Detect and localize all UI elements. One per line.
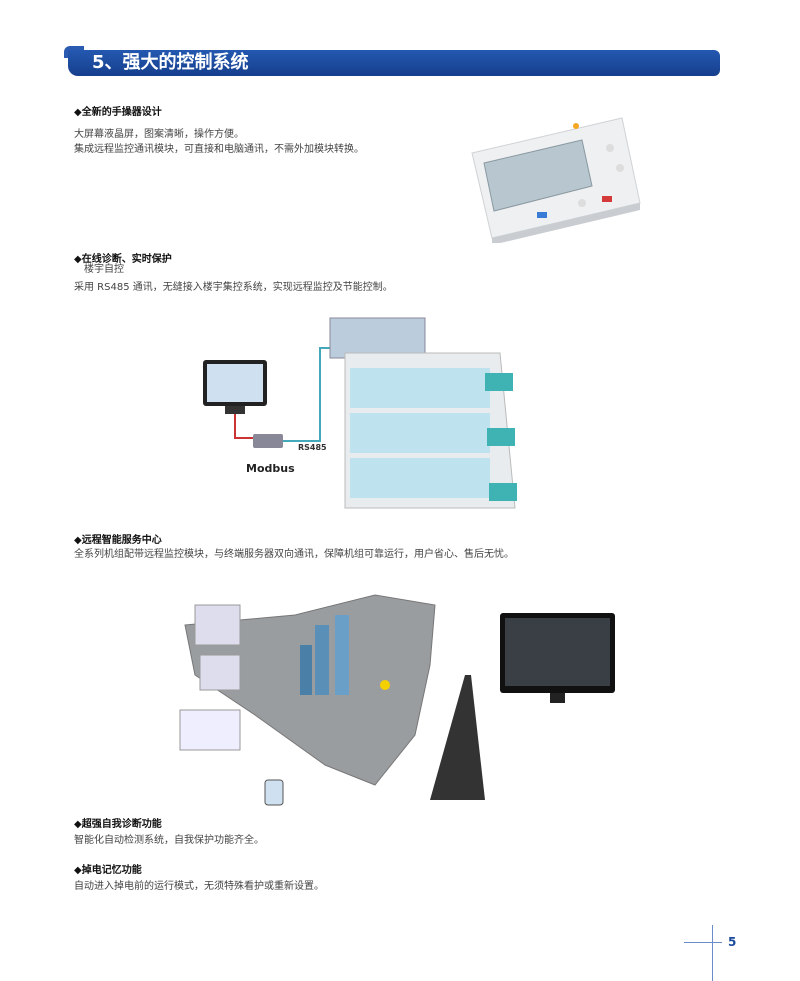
section-heading: ◆全新的手操器设计 <box>74 107 162 118</box>
section-heading: ◆在线诊断、实时保护 <box>74 254 172 265</box>
section-heading: ◆超强自我诊断功能 <box>74 819 162 830</box>
remote-service-map-image <box>179 594 615 806</box>
text-line: 大屏幕液晶屏，图案清晰，操作方便。 <box>74 129 244 140</box>
modbus-label: Modbus <box>246 462 295 475</box>
section-text: 采用 RS485 通讯，无缝接入楼宇集控系统，实现远程监控及节能控制。 <box>74 282 393 293</box>
section-text: 自动进入掉电前的运行模式，无须特殊看护或重新设置。 <box>74 881 324 892</box>
page-title: 5、强大的控制系统 <box>92 52 249 73</box>
footer-line-horizontal <box>684 942 722 943</box>
section-subheading: 楼宇自控 <box>84 264 124 275</box>
section-text: 大屏幕液晶屏，图案清晰，操作方便。 集成远程监控通讯模块，可直接和电脑通讯，不需… <box>74 127 364 157</box>
text-line: 集成远程监控通讯模块，可直接和电脑通讯，不需外加模块转换。 <box>74 144 364 155</box>
section-text: 智能化自动检测系统，自我保护功能齐全。 <box>74 835 264 846</box>
footer-line-vertical <box>712 925 713 981</box>
building-automation-diagram <box>203 317 517 509</box>
rs485-label: RS485 <box>298 443 327 452</box>
section-heading: ◆掉电记忆功能 <box>74 865 142 876</box>
section-text: 全系列机组配带远程监控模块，与终端服务器双向通讯，保障机组可靠运行，用户省心、售… <box>74 549 514 560</box>
page-number: 5 <box>728 935 737 949</box>
hand-controller-image <box>471 117 641 243</box>
section-heading: ◆远程智能服务中心 <box>74 535 162 546</box>
section-header-bar <box>68 50 720 76</box>
